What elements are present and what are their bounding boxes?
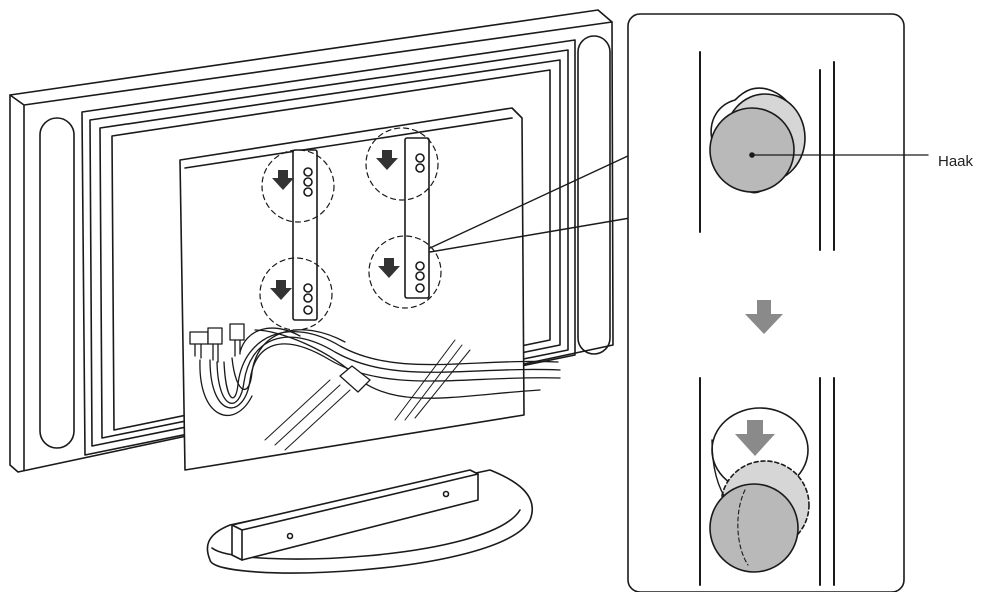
stand-back-panel bbox=[179, 107, 525, 471]
tv-inner-bezel bbox=[81, 39, 576, 456]
right-speaker bbox=[577, 35, 611, 355]
left-speaker bbox=[39, 117, 75, 449]
right-rail bbox=[404, 137, 430, 299]
hook-position-top-right bbox=[365, 127, 439, 201]
cable-bundle bbox=[189, 323, 561, 451]
down-arrow-icon bbox=[378, 258, 400, 278]
hook-position-bottom-right bbox=[368, 235, 442, 309]
hook-label: Haak bbox=[938, 153, 974, 170]
connector bbox=[189, 331, 209, 345]
down-arrow-icon bbox=[272, 170, 294, 190]
hook-head bbox=[709, 483, 799, 573]
tv-frame-thickness bbox=[9, 21, 613, 471]
hook-head bbox=[709, 107, 795, 193]
callout-panel bbox=[627, 13, 929, 593]
front-bar bbox=[231, 469, 479, 561]
zoom-beam bbox=[429, 154, 631, 253]
connector bbox=[229, 323, 245, 341]
left-rail bbox=[292, 149, 318, 321]
cable-clamp bbox=[339, 365, 371, 393]
connector bbox=[207, 327, 223, 345]
down-arrow-icon bbox=[735, 420, 775, 456]
hook-before bbox=[709, 87, 929, 194]
down-arrow-icon bbox=[745, 300, 783, 334]
stand-base bbox=[206, 469, 533, 574]
mounting-rails bbox=[292, 137, 430, 321]
hook-positions bbox=[259, 127, 442, 331]
hook-after bbox=[709, 407, 810, 573]
down-arrow-icon bbox=[270, 280, 292, 300]
down-arrow-icon bbox=[376, 150, 398, 170]
hook-position-top-left bbox=[261, 149, 335, 223]
